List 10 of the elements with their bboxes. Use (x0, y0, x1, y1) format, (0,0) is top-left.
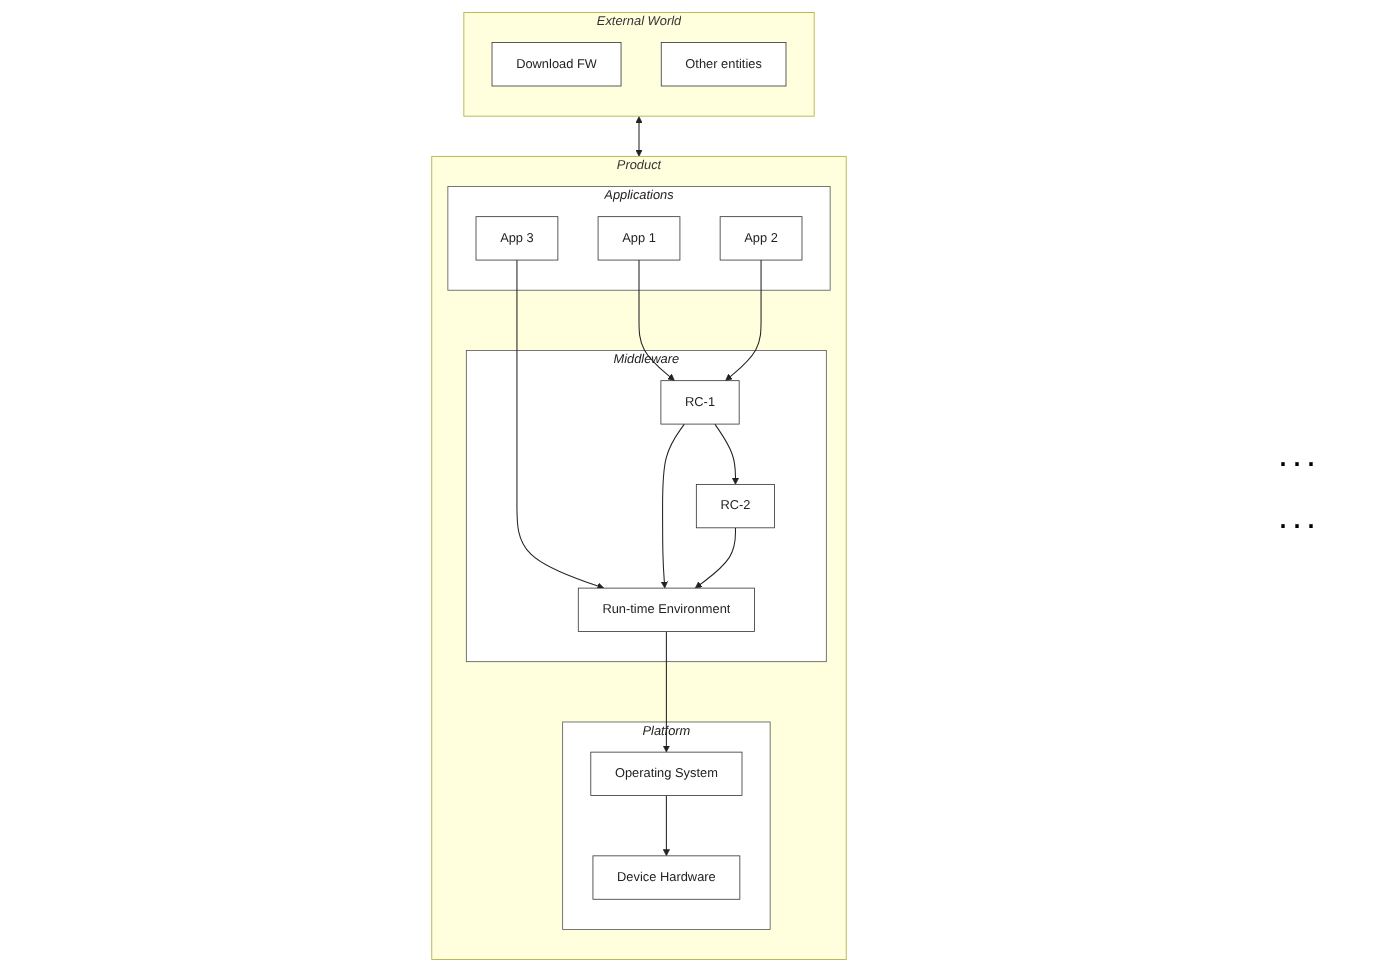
arrow (662, 631, 670, 753)
arrow (660, 423, 685, 589)
arrow (714, 423, 739, 485)
arrow (662, 795, 670, 857)
ellipsis-label: ... (1278, 496, 1323, 538)
arrow (695, 527, 736, 589)
arrow (516, 259, 605, 590)
arrow (725, 259, 762, 381)
arrow (635, 116, 643, 157)
ellipsis-label: ... (1278, 434, 1323, 476)
